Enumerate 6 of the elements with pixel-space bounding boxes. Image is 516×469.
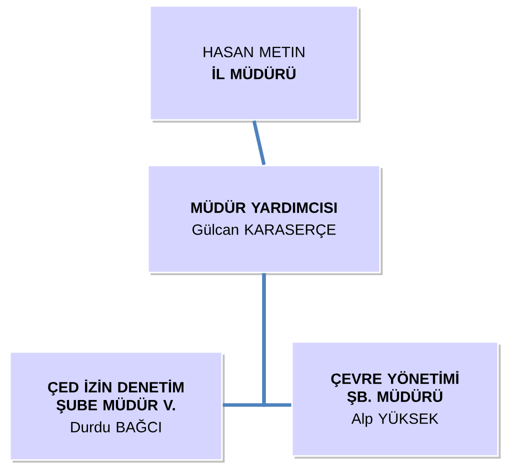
org-box: MÜDÜR YARDIMCISI Gülcan KARASERÇE: [147, 164, 383, 276]
org-box: ÇED İZİN DENETİM ŞUBE MÜDÜR V. Durdu BAĞCI: [9, 351, 225, 463]
connector-line: [252, 120, 266, 166]
connector-line: [262, 273, 292, 407]
org-box: ÇEVRE YÖNETİMİ ŞB. MÜDÜRÜ Alp YÜKSEK: [291, 341, 501, 459]
org-box: HASAN METIN İL MÜDÜRÜ: [149, 5, 361, 123]
